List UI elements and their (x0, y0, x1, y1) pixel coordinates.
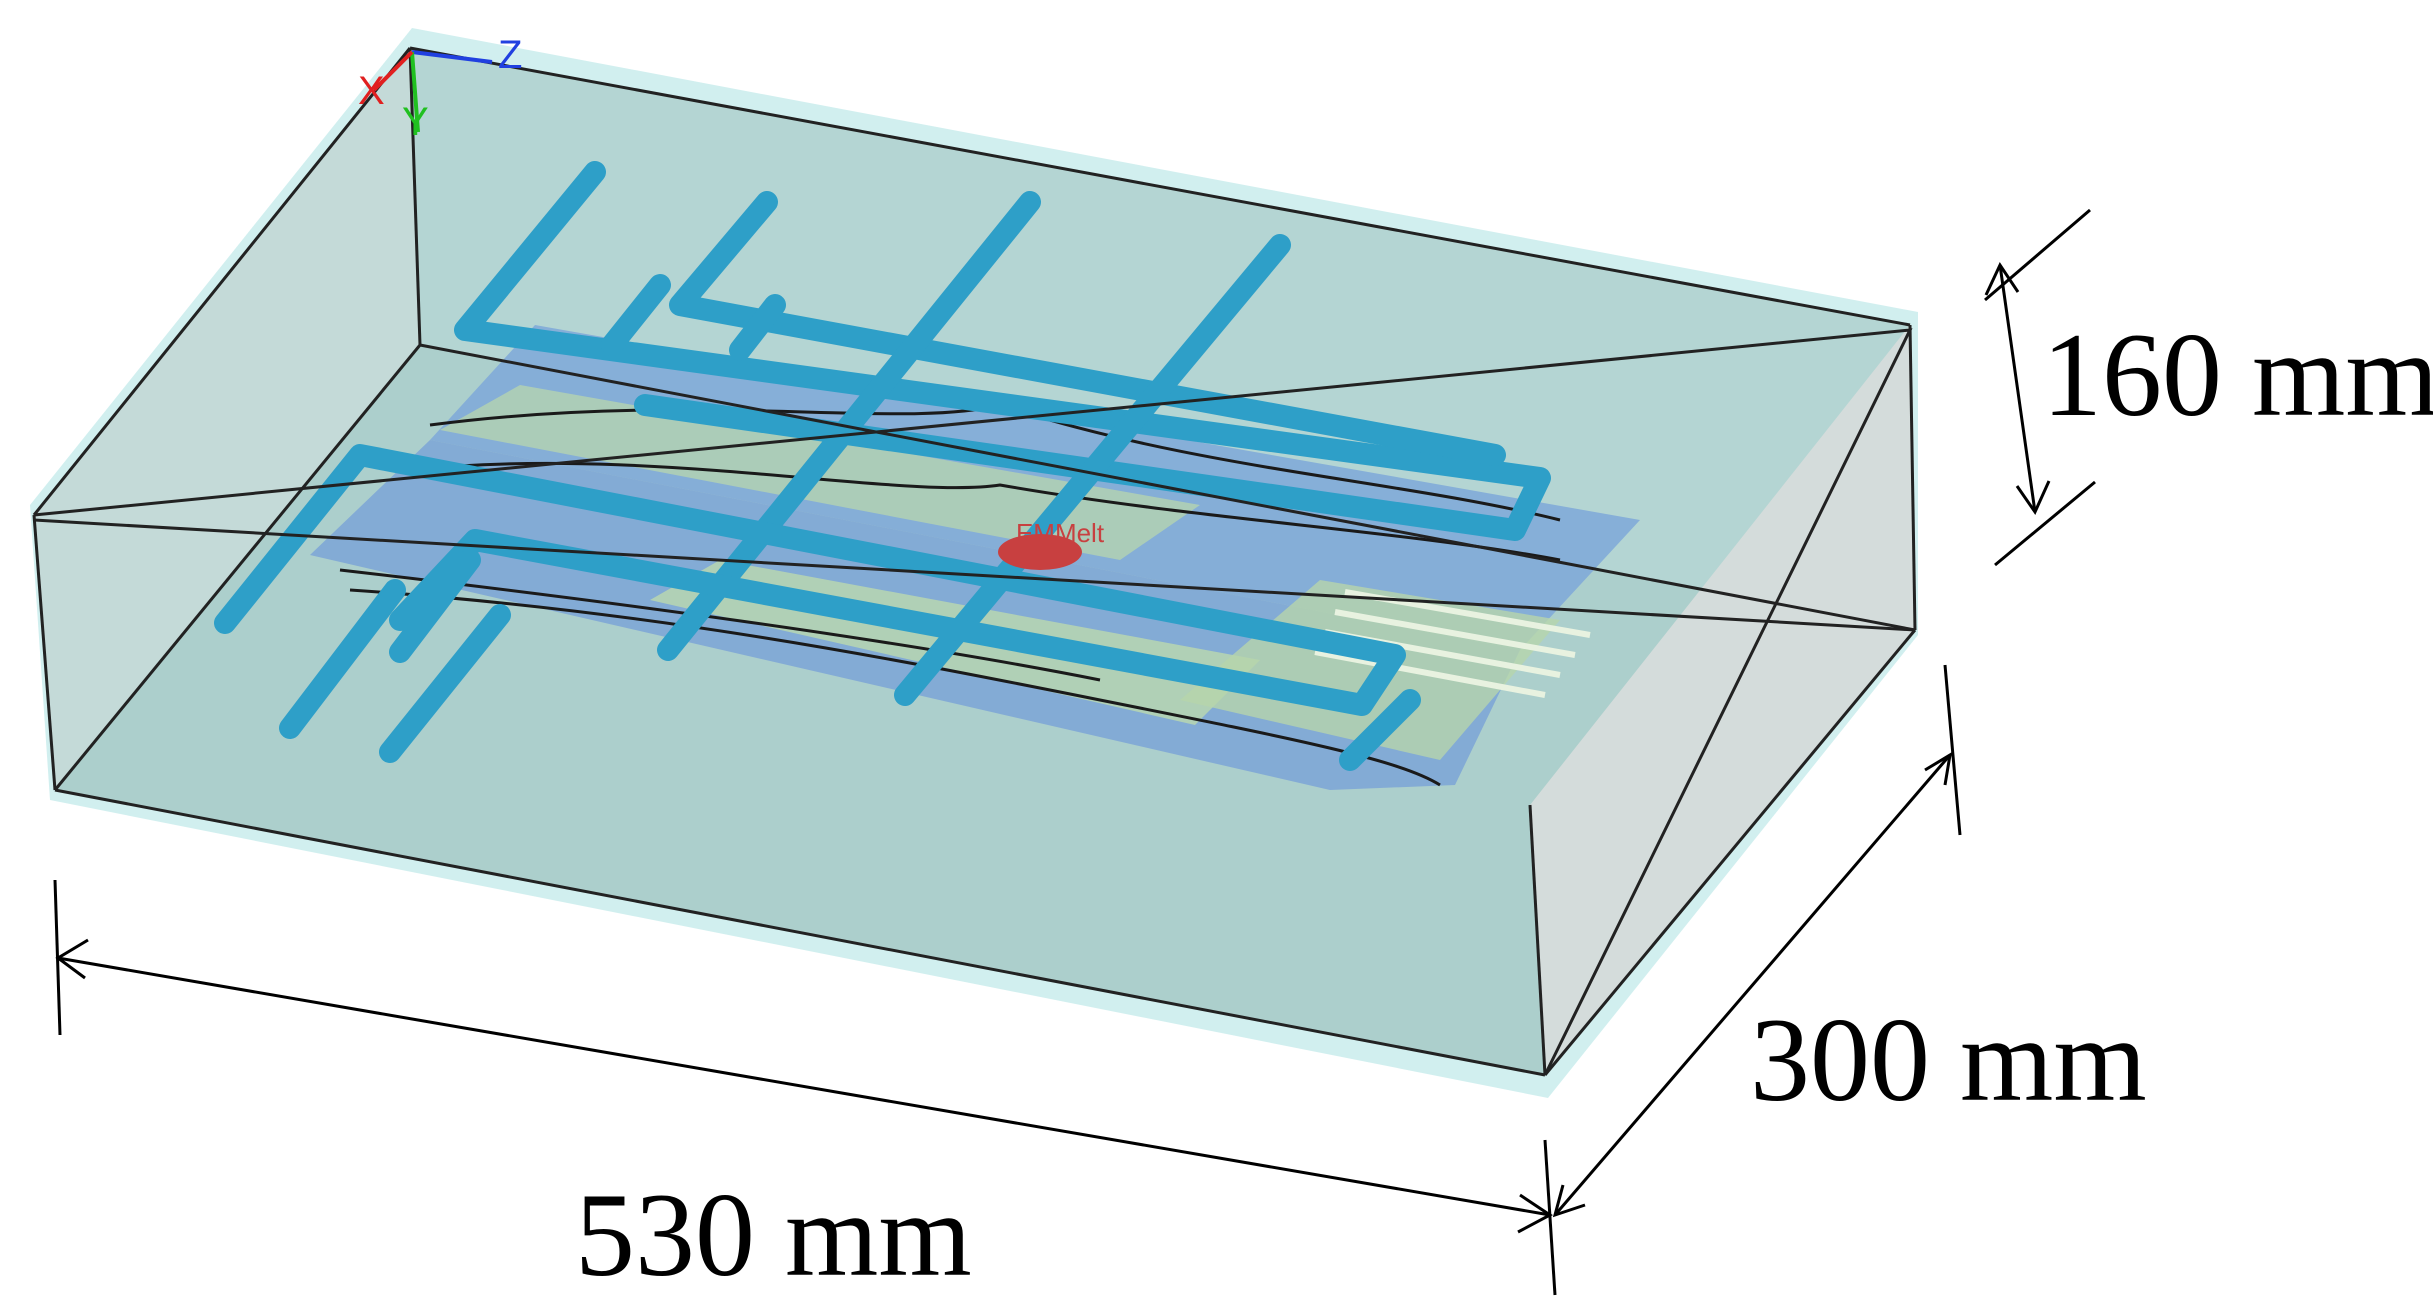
box-mid-front-edge (33, 518, 1916, 632)
pipe-upper-branch-3 (729, 294, 786, 361)
pipe-lower-branch-3 (389, 549, 481, 663)
pipe-lower-run (1339, 689, 1421, 771)
z-axis-label: Z (498, 33, 522, 77)
box-inner-left-floor-edge (53, 344, 422, 791)
box-right-wall (1530, 325, 1915, 1075)
box-front-right-vertical-edge (1528, 804, 1547, 1076)
width-dimension (1552, 664, 1962, 1218)
box-back-vertical-edge (408, 47, 422, 346)
pipe-upper-loop (454, 161, 1551, 541)
y-axis-label: Y (402, 100, 429, 144)
length-arrow-left (55, 938, 89, 980)
length-label: 530 mm (575, 1168, 972, 1299)
length-arrow-right (1517, 1193, 1553, 1234)
z-axis-line (411, 50, 493, 64)
length-extension-right (1543, 1139, 1557, 1296)
box-inner-back-floor-edge (419, 343, 1916, 632)
height-label: 160 mm (2042, 308, 2433, 441)
melt-marker-dot (998, 534, 1082, 570)
height-dimension (1984, 208, 2096, 567)
width-arrow-bottom (1552, 1184, 1586, 1218)
pipe-diagonal-2 (894, 234, 1291, 706)
width-label: 300 mm (1750, 993, 2147, 1126)
axis-triad: Z Y X (358, 33, 522, 144)
box-front-bottom-edge (54, 788, 1546, 1077)
length-dimension (53, 879, 1557, 1296)
width-extension-top (1943, 664, 1962, 836)
pipe-lower-branch-1 (279, 579, 406, 739)
box-mid-right-edge (1543, 629, 1917, 1076)
width-arrow-top (1924, 752, 1953, 786)
melt-marker: EMMelt (998, 518, 1105, 570)
y-axis-line (410, 51, 420, 133)
pipe-upper-branch-2 (601, 274, 671, 356)
height-arrow-bottom (2015, 480, 2051, 516)
width-dimension-line (1553, 754, 1952, 1216)
box-top-back-edge (409, 46, 1911, 327)
x-axis-line (372, 50, 414, 92)
box-top-left-edge (32, 47, 412, 516)
height-arrow-top (1984, 261, 2020, 296)
x-axis-label: X (358, 69, 385, 113)
box-right-vertical-edge (1908, 324, 1917, 631)
box-edges (32, 46, 1917, 1077)
length-dimension-line (57, 956, 1551, 1217)
pipe-lower-branch-2 (379, 604, 511, 763)
height-extension-bottom (1994, 480, 2096, 567)
height-extension-top (1984, 208, 2091, 302)
pipe-upper-branch-1 (669, 191, 1506, 466)
melt-marker-label: EMMelt (1016, 518, 1105, 548)
height-dimension-line (1998, 264, 2037, 513)
box-left-vertical-edge (32, 514, 57, 791)
box-left-wall (34, 48, 420, 790)
cooling-pipes (214, 161, 1551, 771)
